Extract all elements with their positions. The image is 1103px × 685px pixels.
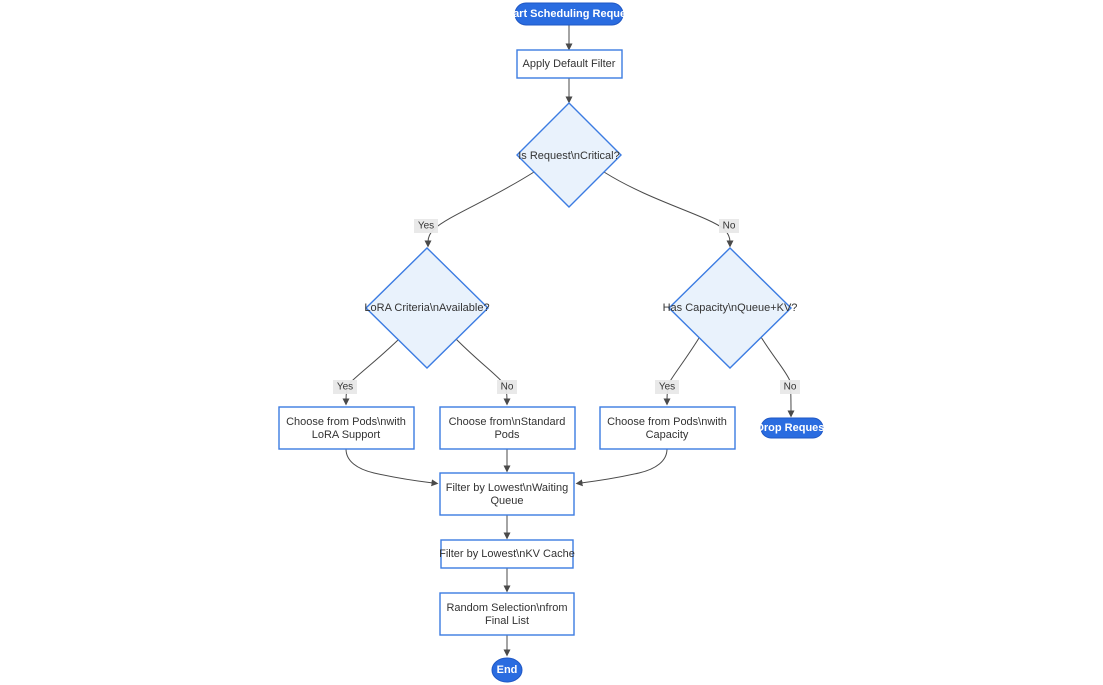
node-label-line1: Choose from\nStandard [449, 416, 566, 428]
node-label-line1: Random Selection\nfrom [446, 602, 567, 614]
edge-label-text: Yes [418, 221, 434, 232]
edge-label-bg [333, 380, 357, 394]
process-rect-shape [439, 472, 575, 516]
node-choose-capacity-pods: Choose from Pods\nwith Capacity [599, 406, 736, 450]
node-label: Has Capacity\nQueue+KV? [663, 302, 798, 314]
edge-label-critical-yes: Yes [414, 219, 438, 233]
decision-diamond-shape [516, 102, 622, 208]
edge-labels: Yes No Yes No Yes No [333, 219, 800, 394]
edge-lorapods-to-filterqueue [345, 448, 439, 487]
decision-has-capacity: Has Capacity\nQueue+KV? [663, 247, 798, 369]
node-end: End [491, 657, 523, 683]
node-label: Filter by Lowest\nKV Cache [439, 548, 575, 560]
edge-label-capacity-yes: Yes [655, 380, 679, 394]
edge-label-text: Yes [659, 382, 675, 393]
edge-critical-no [603, 171, 734, 248]
edge-label-text: No [501, 382, 514, 393]
edge-label-text: No [723, 221, 736, 232]
node-label: Apply Default Filter [523, 58, 616, 70]
process-rect-shape [440, 539, 574, 569]
node-label: End [497, 664, 518, 676]
edge-label-critical-no: No [719, 219, 739, 233]
process-rect-shape [439, 406, 576, 450]
node-label: LoRA Criteria\nAvailable? [364, 302, 489, 314]
edge-capacity-no [760, 336, 795, 418]
node-label-line2: Final List [485, 615, 529, 627]
edge-label-lora-no: No [497, 380, 517, 394]
node-label-line1: Filter by Lowest\nWaiting [446, 482, 568, 494]
edge-label-capacity-no: No [780, 380, 800, 394]
decision-diamond-shape [668, 247, 792, 369]
node-label: Start Scheduling Request [502, 8, 636, 20]
decision-is-request-critical: Is Request\nCritical? [516, 102, 622, 208]
process-rect-shape [439, 592, 575, 636]
edge-label-bg [655, 380, 679, 394]
node-filter-kv-cache: Filter by Lowest\nKV Cache [439, 539, 575, 569]
edge-critical-yes [424, 171, 535, 248]
node-random-selection: Random Selection\nfrom Final List [439, 592, 575, 636]
node-label-line1: Choose from Pods\nwith [607, 416, 727, 428]
node-label-line2: Queue [490, 495, 523, 507]
node-label-line2: Capacity [646, 429, 689, 441]
node-label-line2: LoRA Support [312, 429, 381, 441]
process-rect-shape [516, 49, 623, 79]
node-choose-standard-pods: Choose from\nStandard Pods [439, 406, 576, 450]
node-choose-lora-pods: Choose from Pods\nwith LoRA Support [278, 406, 415, 450]
node-apply-default-filter: Apply Default Filter [516, 49, 623, 79]
process-rect-shape [278, 406, 415, 450]
node-start: Start Scheduling Request [502, 2, 636, 26]
edge-label-text: Yes [337, 382, 353, 393]
edge-label-bg [497, 380, 517, 394]
decision-diamond-shape [365, 247, 489, 369]
edge-label-text: No [784, 382, 797, 393]
node-label-line2: Pods [494, 429, 520, 441]
node-filter-waiting-queue: Filter by Lowest\nWaiting Queue [439, 472, 575, 516]
node-drop-request: Drop Request [756, 417, 828, 439]
process-rect-shape [599, 406, 736, 450]
node-label: Is Request\nCritical? [518, 150, 620, 162]
edge-label-bg [414, 219, 438, 233]
start-pill-shape [514, 2, 624, 26]
node-label-line1: Choose from Pods\nwith [286, 416, 406, 428]
edge-label-bg [780, 380, 800, 394]
edge-label-lora-yes: Yes [333, 380, 357, 394]
edge-label-bg [719, 219, 739, 233]
edge-capacitypods-to-filterqueue [575, 448, 668, 487]
decision-lora-criteria: LoRA Criteria\nAvailable? [364, 247, 490, 369]
drop-pill-shape [760, 417, 824, 439]
node-label: Drop Request [756, 422, 828, 434]
end-ellipse-shape [491, 657, 523, 683]
